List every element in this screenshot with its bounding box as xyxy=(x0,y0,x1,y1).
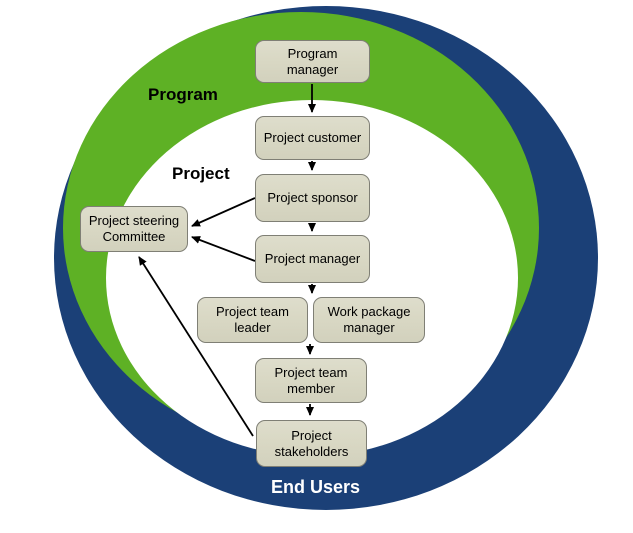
node-project-stakeholders: Project stakeholders xyxy=(256,420,367,467)
node-project-manager: Project manager xyxy=(255,235,370,283)
node-project-steering-committee: Project steering Committee xyxy=(80,206,188,252)
arrow-stakeholders-to-steering-committee xyxy=(138,256,254,437)
arrow-group xyxy=(138,84,316,437)
node-program-manager: Program manager xyxy=(255,40,370,83)
arrow-project-manager-to-steering-committee xyxy=(191,236,256,262)
ring-label-program: Program xyxy=(148,85,218,104)
node-project-team-leader: Project team leader xyxy=(197,297,308,343)
ring-label-project: Project xyxy=(172,164,230,183)
node-project-team-member: Project team member xyxy=(255,358,367,403)
node-project-customer: Project customer xyxy=(255,116,370,160)
node-project-sponsor: Project sponsor xyxy=(255,174,370,222)
arrow-project-sponsor-to-steering-committee xyxy=(191,197,256,227)
node-work-package-manager: Work package manager xyxy=(313,297,425,343)
ring-label-end-users: End Users xyxy=(271,477,361,497)
